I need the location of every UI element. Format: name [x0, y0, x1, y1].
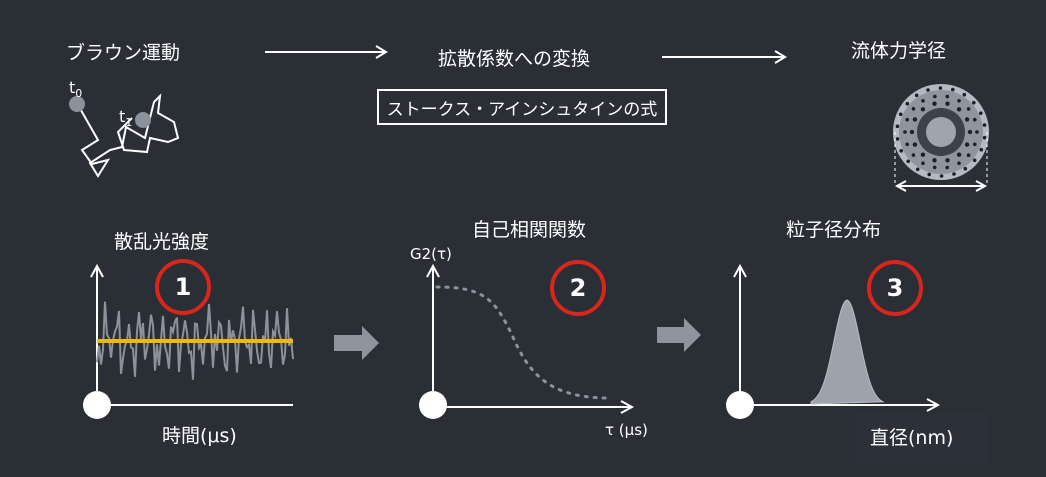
panel2-axes — [426, 263, 635, 414]
solvent-molecule-dot — [962, 92, 967, 97]
solvent-molecule-dot — [926, 88, 930, 92]
badge-ring-3 — [867, 260, 923, 316]
solvent-molecule-dot — [966, 107, 971, 111]
hydro-particle-icon — [893, 84, 989, 192]
solvent-molecule-dot — [972, 100, 976, 105]
particle-t1 — [135, 112, 151, 128]
panel1-title: 散乱光強度 — [114, 231, 210, 253]
solvent-molecule-dot — [963, 166, 968, 171]
panel1-axes — [90, 263, 293, 406]
panel2-y-label: G2(τ) — [410, 245, 452, 263]
solvent-molecule-dot — [945, 165, 949, 170]
solvent-molecule-dot — [898, 112, 903, 117]
scattered-light-signal — [96, 301, 294, 380]
solvent-molecule-dot — [956, 107, 962, 112]
solvent-molecule-dot — [895, 137, 900, 141]
panel3-title: 粒子径分布 — [786, 219, 882, 241]
badge-ring-2 — [550, 260, 606, 316]
size-distribution-peak — [810, 299, 885, 405]
autocorrelation-curve — [435, 285, 610, 400]
solvent-molecule-dot — [912, 117, 918, 122]
particle-t0 — [69, 96, 85, 112]
badge-number-2: 2 — [569, 274, 587, 302]
solvent-molecule-dot — [979, 111, 983, 115]
solvent-molecule-dot — [945, 101, 950, 106]
x-label-backdrop — [856, 414, 986, 464]
block-arrow-1 — [334, 326, 379, 360]
solvent-molecule-dot — [979, 147, 984, 152]
solvent-molecule-dot — [952, 172, 956, 176]
t0-base: t — [69, 78, 76, 97]
solvent-molecule-dot — [957, 161, 961, 165]
solvent-molecule-dot — [973, 142, 977, 147]
solvent-molecule-dot — [905, 101, 910, 106]
badge-number-3: 3 — [886, 274, 904, 302]
t0-subscript: 0 — [75, 87, 83, 101]
panel2-x-label: τ (μs) — [605, 421, 648, 439]
solvent-molecule-dot — [957, 99, 961, 103]
arrow-diffusion-to-hydro — [662, 50, 787, 64]
solvent-molecule-dot — [932, 101, 937, 106]
solvent-molecule-dot — [956, 152, 962, 157]
solvent-molecule-dot — [982, 135, 987, 140]
t1-subscript: 1 — [125, 116, 133, 130]
brownian-motion-label: ブラウン運動 — [66, 42, 181, 64]
panel3-axes — [733, 263, 941, 412]
panel3-origin-dot — [726, 391, 754, 419]
block-arrow-2 — [657, 318, 701, 352]
solvent-molecule-dot — [912, 142, 918, 147]
solvent-molecule-dot — [945, 158, 950, 163]
badge-number-1: 1 — [174, 273, 192, 301]
stokes-einstein-box: ストークス・アインシュタインの式 — [377, 89, 667, 125]
solvent-molecule-dot — [920, 107, 926, 112]
solvent-molecule-dot — [921, 99, 925, 103]
panel2-origin-dot — [419, 391, 447, 419]
t0-label: t0 — [69, 78, 82, 100]
solvent-molecule-dot — [966, 153, 971, 157]
solvent-molecule-dot — [909, 129, 915, 135]
solvent-molecule-dot — [973, 117, 977, 122]
solvent-molecule-dot — [972, 158, 977, 163]
solvent-molecule-dot — [933, 94, 937, 99]
solvent-molecule-dot — [967, 129, 973, 135]
solvent-molecule-dot — [939, 174, 944, 178]
solvent-molecule-dot — [927, 172, 931, 177]
arrow-brownian-to-diffusion — [265, 45, 388, 59]
stokes-einstein-label: ストークス・アインシュタインの式 — [386, 99, 658, 120]
panel3-x-label: 直径(nm) — [870, 427, 954, 449]
solvent-molecule-dot — [911, 153, 916, 157]
solvent-molecule-dot — [920, 152, 926, 157]
solvent-molecule-dot — [914, 93, 919, 98]
solvent-molecule-dot — [938, 86, 943, 90]
hydrodynamic-diameter-label: 流体力学径 — [851, 40, 947, 62]
solvent-molecule-dot — [899, 149, 903, 153]
solvent-molecule-dot — [911, 107, 916, 111]
solvent-molecule-dot — [932, 165, 937, 170]
t1-label: t1 — [119, 107, 132, 129]
solvent-molecule-dot — [903, 130, 907, 134]
diffusion-coefficient-label: 拡散係数への変換 — [438, 48, 591, 70]
solvent-molecule-dot — [951, 87, 955, 92]
solvent-molecule-dot — [905, 142, 909, 147]
t1-base: t — [119, 107, 126, 126]
solvent-molecule-dot — [895, 124, 900, 129]
solvent-molecule-dot — [964, 117, 970, 122]
solvent-molecule-dot — [905, 117, 909, 122]
solvent-molecule-dot — [945, 94, 950, 99]
solvent-molecule-dot — [906, 159, 910, 164]
panel1-origin-dot — [83, 391, 111, 419]
solvent-molecule-dot — [964, 142, 970, 147]
solvent-molecule-dot — [921, 161, 925, 165]
solvent-molecule-dot — [975, 130, 979, 134]
panel1-x-label: 時間(μs) — [162, 425, 237, 447]
badge-ring-1 — [155, 259, 211, 315]
panel2-title: 自己相関関数 — [472, 219, 587, 241]
solvent-molecule-dot — [932, 158, 937, 163]
solvent-molecule-dot — [915, 167, 920, 172]
solvent-molecule-dot — [982, 123, 987, 127]
